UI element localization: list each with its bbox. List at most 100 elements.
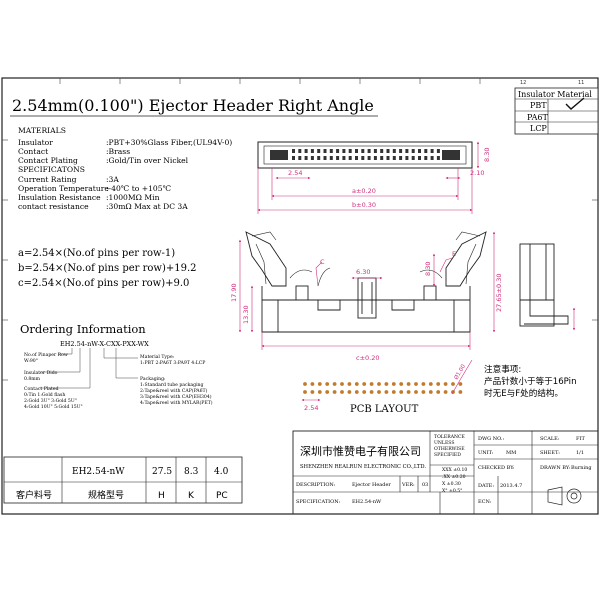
header-pin xyxy=(355,149,358,153)
header-pin xyxy=(298,156,302,160)
pcb-hole xyxy=(377,390,381,394)
tolerance-head-3: SPECIFIED xyxy=(434,452,461,458)
ordering-heading: Ordering Information xyxy=(20,322,146,336)
ordering-right-0: Material Type: xyxy=(140,354,175,360)
header-pin xyxy=(310,156,314,160)
pcb-hole xyxy=(384,390,389,394)
pcb-hole xyxy=(325,382,330,386)
header-pin xyxy=(418,156,421,160)
tolerance-head-2: OTHERWISE xyxy=(434,446,465,452)
header-pin xyxy=(367,156,371,160)
ordering-note-7: 4:Gold 10U" 5:Gold 15U" xyxy=(24,404,83,410)
material-value-0: :PBT+30%Glass Fiber,(UL94V-0) xyxy=(106,138,232,147)
ordering-note-4: Contact Plated xyxy=(24,386,59,392)
header-pin xyxy=(336,156,340,160)
tolerance-head-0: TOLERANCE xyxy=(434,434,465,440)
header-pin xyxy=(405,149,409,153)
header-pin xyxy=(367,149,371,153)
dim-side-c: c±0.20 xyxy=(356,354,380,362)
insulator-row-pa6t: PA6T xyxy=(527,113,549,122)
pcb-hole xyxy=(310,390,315,394)
formula-a: a=2.54×(No.of pins per row-1) xyxy=(18,248,175,259)
header-pin xyxy=(411,149,415,153)
pcb-hole xyxy=(399,390,404,394)
pcb-hole xyxy=(443,382,448,386)
header-pin xyxy=(292,149,295,153)
dim-top-side: 8.30 xyxy=(483,148,491,162)
material-key-2: Contact Plating xyxy=(18,156,78,165)
header-pin xyxy=(411,156,415,160)
material-value-2: :Gold/Tin over Nickel xyxy=(106,156,189,165)
insulator-table-header: Insulator Material xyxy=(518,90,592,99)
pcb-hole xyxy=(362,390,367,394)
header-pin xyxy=(405,156,409,160)
top-view-drawing: 2.54 a±0.20 b±0.30 2.10 8.30 xyxy=(257,141,491,214)
ordering-right-3: 1:Standard tube packaging xyxy=(140,382,204,388)
chinese-notes: 注意事项: 产品针数小于等于16Pin 时无E与F处的结构。 xyxy=(484,363,577,399)
company-name-cn: 深圳市惟赞电子有限公司 xyxy=(300,444,421,458)
part-cell-spec: EH2.54-nW xyxy=(72,467,125,477)
scale-value: FIT xyxy=(576,436,585,442)
dim-side-830: 8.30 xyxy=(424,262,432,276)
pcb-hole xyxy=(317,382,322,386)
part-header-customer: 客户料号 xyxy=(16,489,52,501)
header-pin xyxy=(361,156,365,160)
pcb-hole xyxy=(443,390,448,394)
pcb-layout-label: PCB LAYOUT xyxy=(350,404,419,415)
top-view-pin-row xyxy=(292,149,440,160)
header-pin xyxy=(323,156,327,160)
ordering-right-2: Packaging: xyxy=(140,376,166,382)
dim-top-pitch: 2.54 xyxy=(288,169,302,177)
header-pin xyxy=(399,156,403,160)
label-e: E xyxy=(452,250,456,258)
spec-key-1: Operation Temperature xyxy=(18,184,109,193)
date-label: DATE: xyxy=(478,483,494,489)
header-pin xyxy=(355,156,358,160)
pcb-hole xyxy=(354,390,359,394)
pcb-pitch-dim: 2.54 xyxy=(304,404,318,412)
tolerance-2: X ±0.30 xyxy=(442,481,461,487)
material-key-0: Insulator xyxy=(18,138,53,147)
header-pin xyxy=(386,149,390,153)
left-latch-block xyxy=(270,150,288,160)
pcb-hole xyxy=(303,390,307,394)
pcb-hole xyxy=(310,382,315,386)
header-pin xyxy=(304,149,308,153)
header-pin xyxy=(292,156,295,160)
materials-heading: MATERIALS xyxy=(18,126,66,135)
header-pin xyxy=(418,149,421,153)
ordering-right-4: 2:Tape&reel with CAP(PA6T) xyxy=(140,387,208,394)
tolerance-3: X° ±0.5° xyxy=(442,488,462,494)
pcb-hole xyxy=(362,382,367,386)
pcb-hole xyxy=(354,382,359,386)
header-pin xyxy=(392,156,396,160)
notes-line-2: 时无E与F处的结构。 xyxy=(484,387,563,399)
check-icon xyxy=(565,97,585,110)
ordering-right-5: 3:Tape&reel with CAP(EH304) xyxy=(140,393,212,400)
notes-line-1: 产品针数小于等于16Pin xyxy=(484,375,577,387)
header-pin xyxy=(373,149,377,153)
ver-label: VER: xyxy=(401,482,415,488)
pcb-hole xyxy=(317,390,322,394)
pcb-layout: 2.54 Ø1.00 PCB LAYOUT xyxy=(301,359,473,415)
border-marks: 12 11 xyxy=(520,80,584,86)
header-pin xyxy=(342,156,346,160)
specification-label: SPECIFICATION: xyxy=(296,499,340,505)
header-pin xyxy=(342,149,346,153)
pcb-hole xyxy=(451,382,455,386)
checked-label: CHECKED BY: xyxy=(478,465,515,471)
side-view-drawing xyxy=(245,231,487,333)
header-pin xyxy=(348,156,352,160)
pcb-hole xyxy=(369,390,374,394)
title-block: 深圳市惟赞电子有限公司 SHENZHEN REALRUN ELECTRONIC … xyxy=(292,430,599,515)
header-pin xyxy=(424,149,428,153)
ordering-note-0: No.of Pinaper Row xyxy=(24,352,68,358)
header-pin xyxy=(323,149,327,153)
header-pin xyxy=(336,149,340,153)
pcb-hole xyxy=(414,382,418,386)
header-pin xyxy=(373,156,377,160)
spec-key-0: Current Rating xyxy=(18,175,77,184)
header-pin xyxy=(430,156,434,160)
description-value: Ejector Header xyxy=(352,482,391,488)
scale-label: SCALE: xyxy=(540,436,560,442)
